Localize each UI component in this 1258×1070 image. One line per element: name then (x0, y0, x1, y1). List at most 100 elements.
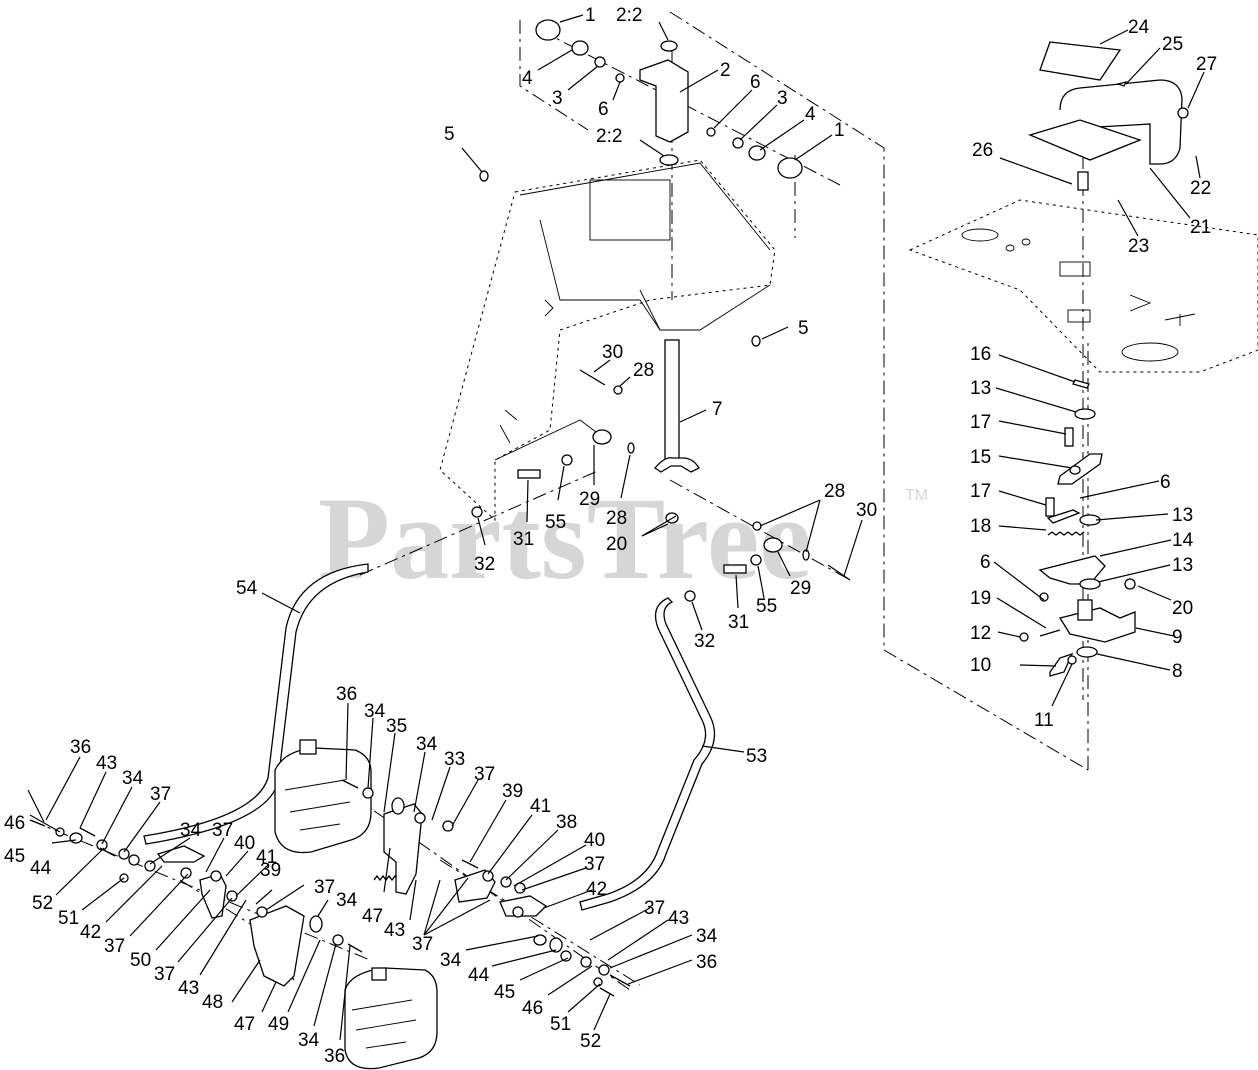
callout-50: 50 (130, 950, 151, 971)
callout-labels: 1 2:2 2 4 3 6 6 3 4 1 2:2 5 5 30 28 7 29… (4, 5, 1217, 1067)
bearing-hardware (479, 19, 803, 347)
callout-54: 54 (236, 578, 258, 599)
callout-37: 37 (412, 934, 433, 955)
callout-22: 22 (1190, 178, 1211, 199)
callout-55: 55 (545, 512, 566, 533)
callout-31: 31 (513, 529, 534, 550)
callout-43: 43 (178, 978, 199, 999)
callout-46: 46 (4, 813, 25, 834)
callout-21: 21 (1190, 217, 1211, 238)
hydraulic-pumps (274, 739, 438, 1070)
callout-30: 30 (602, 342, 623, 363)
callout-19: 19 (970, 588, 991, 609)
callout-24: 24 (1128, 17, 1150, 38)
callout-52: 52 (32, 893, 53, 914)
callout-30: 30 (856, 500, 877, 521)
callout-39: 39 (260, 860, 281, 881)
callout-28: 28 (606, 508, 627, 529)
callout-17: 17 (970, 481, 991, 502)
callout-8: 8 (1172, 661, 1183, 682)
callout-26: 26 (972, 140, 993, 161)
callout-11: 11 (1034, 710, 1054, 731)
callout-34: 34 (298, 1030, 320, 1051)
callout-14: 14 (1172, 530, 1194, 551)
callout-53: 53 (746, 746, 767, 767)
callout-47: 47 (362, 906, 383, 927)
callout-43: 43 (668, 908, 689, 929)
callout-37: 37 (644, 898, 665, 919)
callout-34: 34 (122, 768, 144, 789)
callout-2-2: 2:2 (596, 126, 622, 147)
callout-44: 44 (468, 965, 490, 986)
callout-23: 23 (1128, 236, 1149, 257)
callout-43: 43 (384, 920, 405, 941)
callout-40: 40 (234, 833, 255, 854)
callout-51: 51 (58, 908, 79, 929)
callout-18: 18 (970, 516, 991, 537)
callout-34: 34 (336, 890, 358, 911)
callout-45: 45 (4, 846, 25, 867)
callout-2-2: 2:2 (616, 5, 642, 26)
callout-33: 33 (444, 749, 465, 770)
callout-28: 28 (824, 481, 845, 502)
callout-42: 42 (80, 922, 101, 943)
callout-41: 41 (530, 796, 551, 817)
callout-29: 29 (790, 578, 811, 599)
callout-35: 35 (386, 716, 407, 737)
callout-36: 36 (696, 952, 717, 973)
callout-12: 12 (970, 623, 991, 644)
callout-43: 43 (96, 753, 117, 774)
callout-13: 13 (1172, 555, 1193, 576)
callout-39: 39 (502, 781, 523, 802)
callout-6: 6 (980, 552, 991, 573)
callout-41: 41 (256, 847, 277, 868)
callout-20: 20 (1172, 598, 1193, 619)
callout-4: 4 (805, 104, 816, 125)
callout-51: 51 (550, 1014, 571, 1035)
callout-3: 3 (552, 88, 563, 109)
callout-36: 36 (324, 1046, 345, 1067)
pedal-assembly (1028, 41, 1189, 191)
callout-36: 36 (70, 737, 91, 758)
foot-platform (908, 199, 1258, 373)
callout-1: 1 (585, 5, 596, 26)
callout-37: 37 (314, 877, 335, 898)
callout-32: 32 (474, 554, 495, 575)
callout-37: 37 (212, 820, 233, 841)
callout-40: 40 (584, 830, 605, 851)
callout-29: 29 (579, 489, 600, 510)
callout-10: 10 (970, 655, 991, 676)
callout-16: 16 (970, 344, 991, 365)
callout-32: 32 (694, 631, 715, 652)
callout-28: 28 (633, 360, 654, 381)
callout-37: 37 (150, 784, 171, 805)
callout-37: 37 (474, 764, 495, 785)
callout-37: 37 (154, 964, 175, 985)
callout-2: 2 (720, 60, 731, 81)
callout-5: 5 (798, 318, 809, 339)
callout-15: 15 (970, 447, 991, 468)
watermark-brand: PartsTree (318, 473, 812, 604)
callout-13: 13 (1172, 505, 1193, 526)
callout-31: 31 (728, 612, 749, 633)
callout-37: 37 (584, 854, 605, 875)
callout-34: 34 (696, 926, 718, 947)
callout-48: 48 (202, 992, 223, 1013)
right-linkage-hardware (684, 521, 851, 602)
callout-36: 36 (336, 684, 357, 705)
watermark-trademark: TM (905, 487, 928, 504)
callout-34: 34 (440, 950, 462, 971)
callout-4: 4 (522, 68, 533, 89)
callout-44: 44 (30, 858, 52, 879)
callout-5: 5 (444, 124, 455, 145)
callout-13: 13 (970, 378, 991, 399)
leader-lines (27, 14, 1205, 1041)
callout-52: 52 (580, 1031, 601, 1052)
steering-shaft (639, 40, 700, 473)
callout-9: 9 (1172, 627, 1183, 648)
callout-6: 6 (598, 99, 609, 120)
control-rods (143, 563, 716, 911)
callout-34: 34 (180, 820, 202, 841)
callout-42: 42 (586, 879, 607, 900)
